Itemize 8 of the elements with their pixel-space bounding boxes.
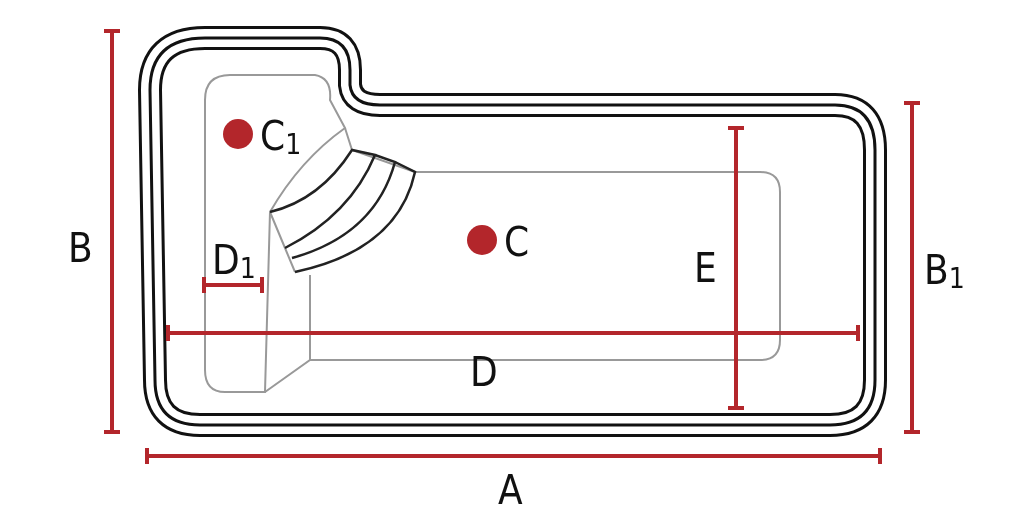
dimension-label: A — [498, 470, 523, 510]
dimension-label: D$_{1}$ — [212, 240, 256, 280]
dimension-label: C$_{1}$ — [260, 116, 302, 156]
dimension-label: B$_{1}$ — [924, 250, 965, 290]
dimension-label: C — [504, 222, 530, 262]
dimension-label: D — [470, 352, 498, 392]
dimension-label: E — [694, 248, 717, 288]
dimension-label: B — [68, 228, 93, 268]
